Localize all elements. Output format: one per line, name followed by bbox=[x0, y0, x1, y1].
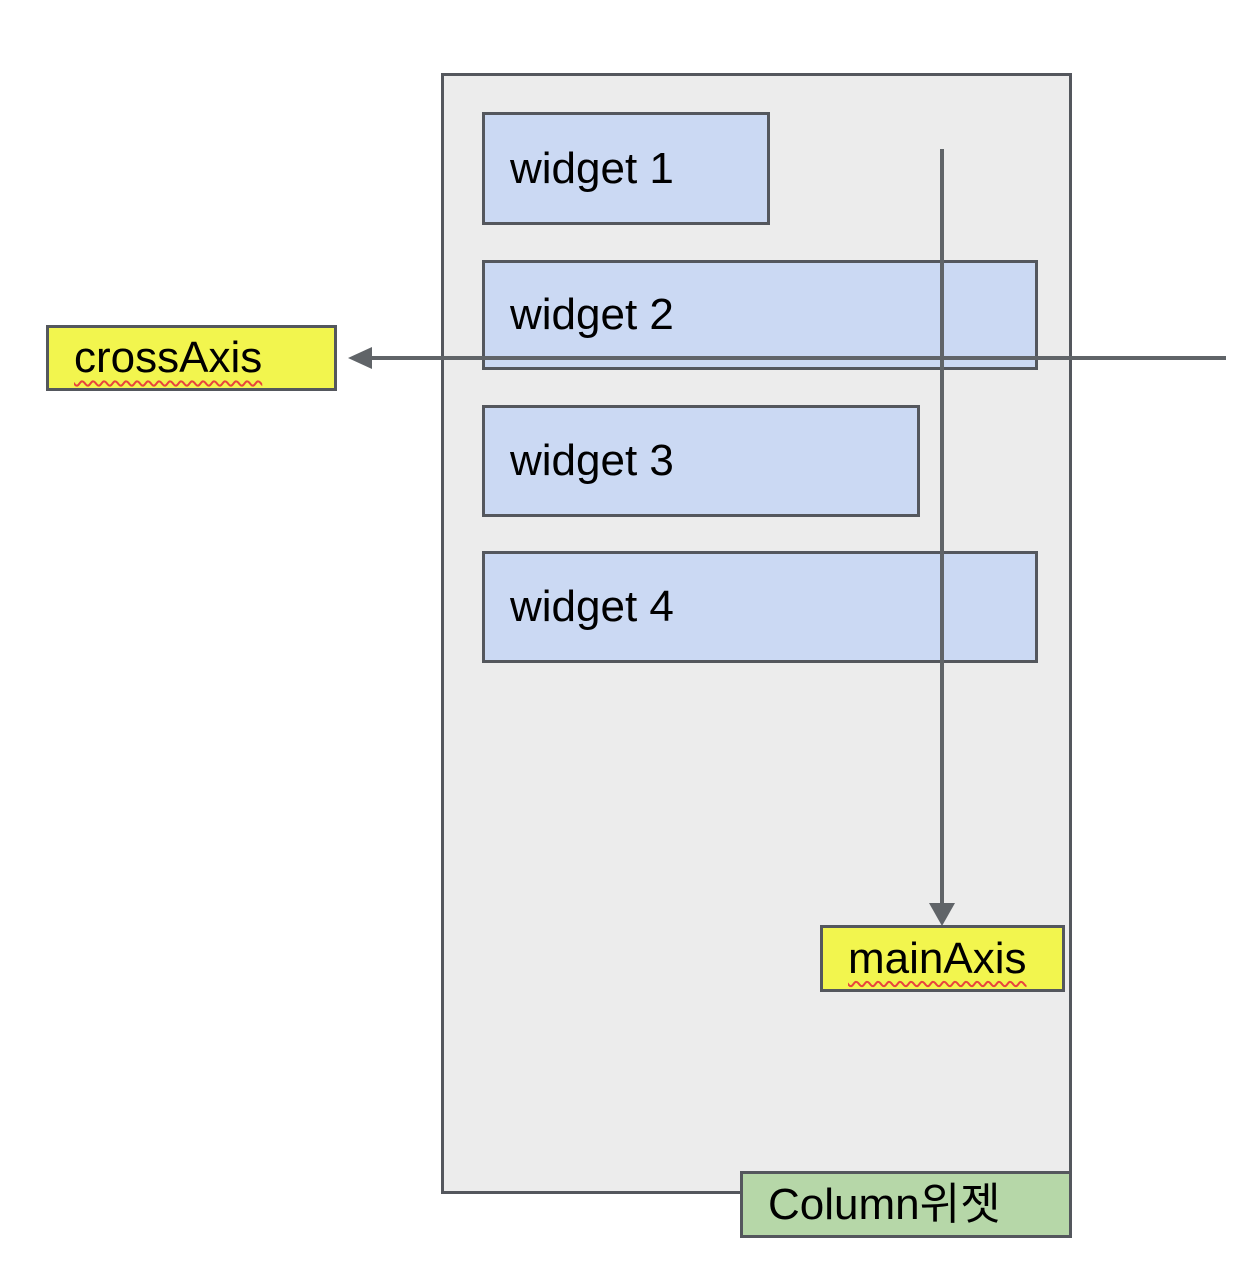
main-axis-label: mainAxis bbox=[820, 925, 1065, 992]
column-widget-label: Column위젯 bbox=[740, 1171, 1072, 1238]
cross-axis-label-text: crossAxis bbox=[74, 333, 263, 382]
main-axis-line bbox=[940, 149, 944, 903]
column-widget-label-text: Column위젯 bbox=[768, 1179, 1001, 1229]
arrow-down-icon bbox=[929, 903, 955, 926]
widget-3-label: widget 3 bbox=[510, 436, 674, 485]
widget-2-label: widget 2 bbox=[510, 290, 674, 339]
widget-1-label: widget 1 bbox=[510, 143, 674, 193]
arrow-left-icon bbox=[348, 347, 372, 369]
widget-4-label: widget 4 bbox=[510, 582, 674, 631]
widget-2-box: widget 2 bbox=[482, 260, 1038, 370]
widget-4-box: widget 4 bbox=[482, 551, 1038, 663]
widget-3-box: widget 3 bbox=[482, 405, 920, 517]
main-axis-label-text: mainAxis bbox=[848, 933, 1027, 983]
cross-axis-line bbox=[366, 356, 1226, 360]
cross-axis-label: crossAxis bbox=[46, 325, 337, 391]
widget-1-box: widget 1 bbox=[482, 112, 770, 225]
